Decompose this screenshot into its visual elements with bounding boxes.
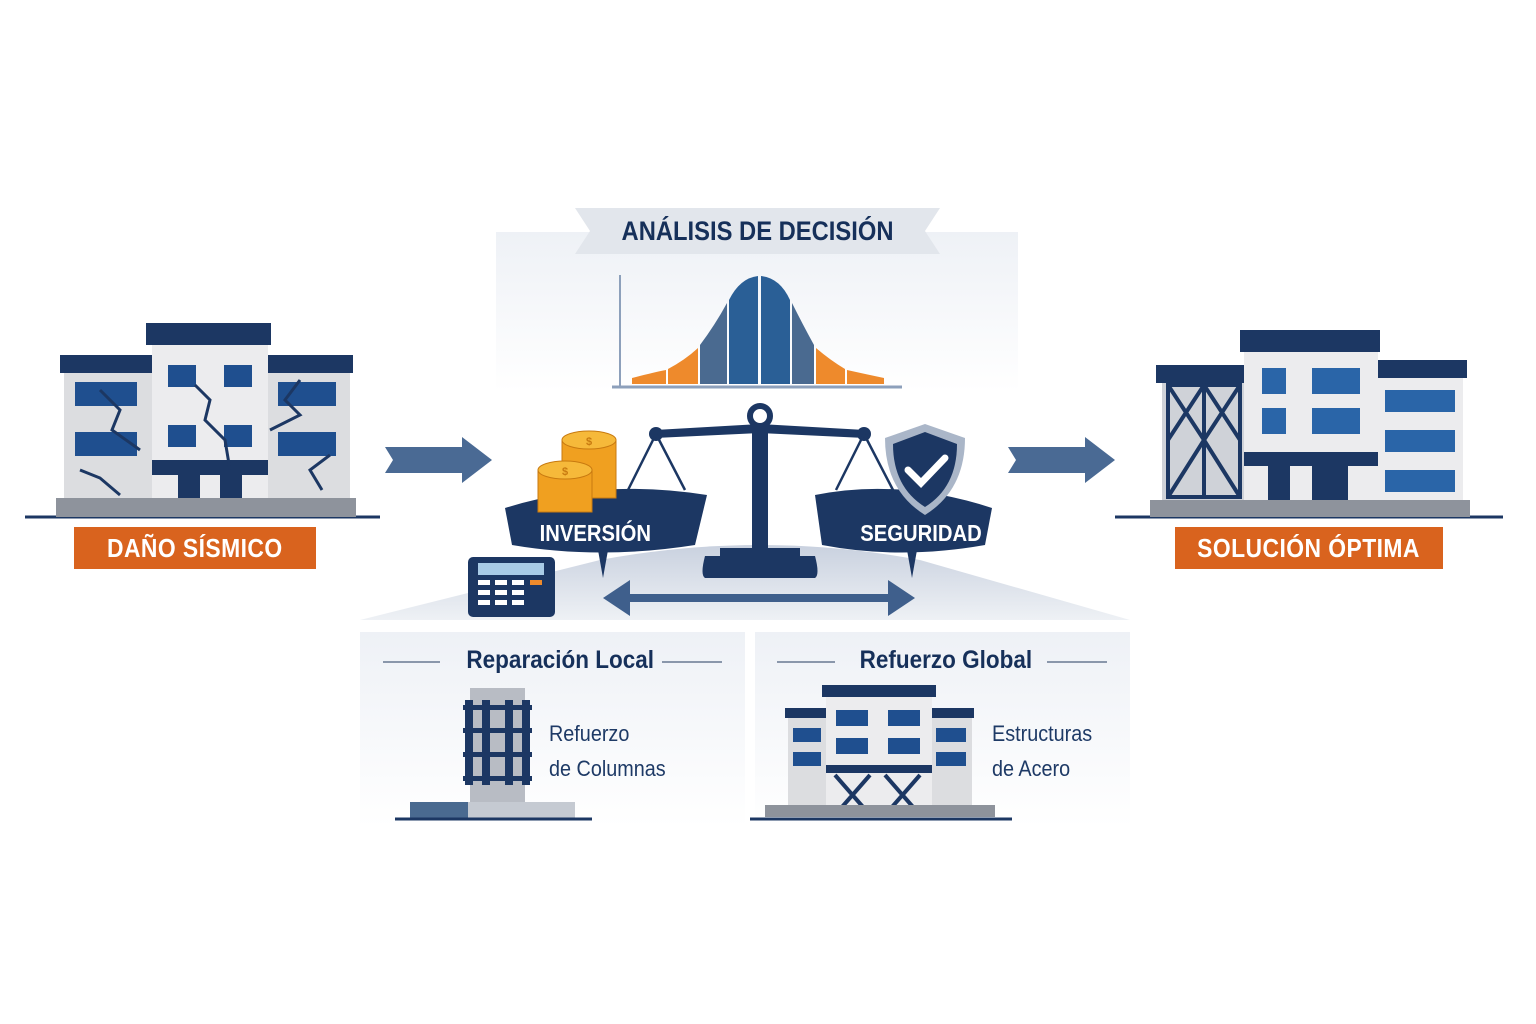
steel-structure-building-icon (750, 685, 1012, 821)
optimal-solution-label: SOLUCIÓN ÓPTIMA (1175, 527, 1443, 569)
shield-check-icon (885, 424, 965, 515)
bell-curve-chart (612, 275, 902, 389)
column-reinforcement-icon (395, 688, 592, 821)
decision-title: ANÁLISIS DE DECISIÓN (621, 215, 894, 246)
option-title-global: Refuerzo Global (859, 646, 1033, 674)
damage-label: DAÑO SÍSMICO (74, 527, 316, 569)
option-panel-local (360, 632, 745, 827)
svg-text:$: $ (586, 436, 592, 448)
safety-label: SEGURIDAD (860, 520, 982, 546)
double-arrow-icon (603, 580, 915, 616)
svg-text:$: $ (562, 466, 568, 478)
investment-label: INVERSIÓN (539, 520, 651, 546)
reinforced-building-icon (1115, 330, 1503, 519)
calculator-icon (468, 557, 555, 617)
title-banner (575, 208, 940, 254)
arrow-right-icon (1008, 437, 1115, 483)
option-title-local: Reparación Local (466, 646, 654, 674)
arrow-right-icon (385, 437, 492, 483)
damaged-building-icon (25, 323, 380, 519)
coins-icon: $ $ (537, 430, 617, 513)
